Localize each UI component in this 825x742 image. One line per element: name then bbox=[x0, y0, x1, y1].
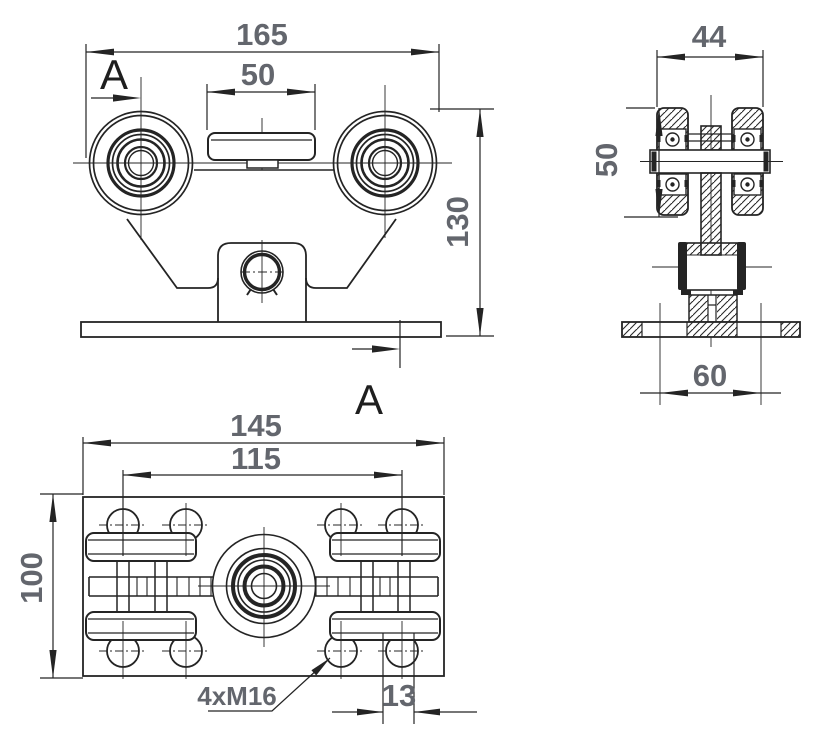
section-label-a-top: A bbox=[100, 51, 128, 98]
dim-100: 100 bbox=[14, 493, 83, 679]
dim-50-front-label: 50 bbox=[241, 57, 275, 92]
carrier-band-plan bbox=[88, 576, 439, 597]
axle-bars bbox=[116, 561, 411, 612]
shaft-section bbox=[700, 172, 722, 256]
thread-callout-label: 4xM16 bbox=[197, 681, 277, 711]
dim-100-label: 100 bbox=[14, 552, 49, 604]
dim-50-side: 50 bbox=[589, 107, 678, 218]
lower-support bbox=[688, 294, 738, 323]
rollers-plan bbox=[85, 532, 441, 641]
rail-web-section bbox=[700, 125, 722, 151]
dim-130-label: 130 bbox=[440, 196, 475, 248]
dim-165: 165 bbox=[85, 17, 440, 158]
dim-60: 60 bbox=[640, 358, 781, 397]
left-roller bbox=[88, 110, 194, 216]
dim-115: 115 bbox=[122, 441, 403, 556]
bearings bbox=[657, 128, 763, 196]
dim-50-front: 50 bbox=[206, 57, 316, 130]
dim-145-label: 145 bbox=[230, 408, 282, 443]
thread-callout: 4xM16 bbox=[197, 657, 331, 712]
dim-13: 13 bbox=[332, 633, 477, 724]
section-arrow-top: A bbox=[91, 51, 141, 102]
section-arrow-bottom: A bbox=[352, 320, 401, 423]
bracket-hole bbox=[240, 250, 284, 296]
dim-50-side-label: 50 bbox=[589, 143, 624, 177]
base-plate-side bbox=[621, 303, 801, 405]
body-right-slope bbox=[305, 218, 397, 289]
base-plate-front bbox=[80, 321, 442, 338]
section-label-a-bottom: A bbox=[355, 376, 383, 423]
side-view: 44 50 60 bbox=[589, 19, 801, 405]
dim-165-label: 165 bbox=[236, 17, 288, 52]
dim-130: 130 bbox=[430, 108, 494, 337]
right-roller bbox=[332, 110, 438, 216]
axle-carrier bbox=[649, 149, 771, 174]
front-view: 165 50 130 A A bbox=[73, 17, 494, 423]
rail-guide bbox=[207, 132, 316, 169]
dim-13-label: 13 bbox=[382, 678, 416, 713]
plan-view: 145 115 100 13 4xM16 bbox=[14, 408, 477, 724]
dim-44-label: 44 bbox=[692, 19, 727, 54]
dim-145: 145 bbox=[82, 408, 445, 495]
dim-60-label: 60 bbox=[693, 358, 727, 393]
dim-44: 44 bbox=[656, 19, 764, 107]
bracket-tab bbox=[217, 242, 307, 322]
dim-115-label: 115 bbox=[231, 441, 281, 476]
